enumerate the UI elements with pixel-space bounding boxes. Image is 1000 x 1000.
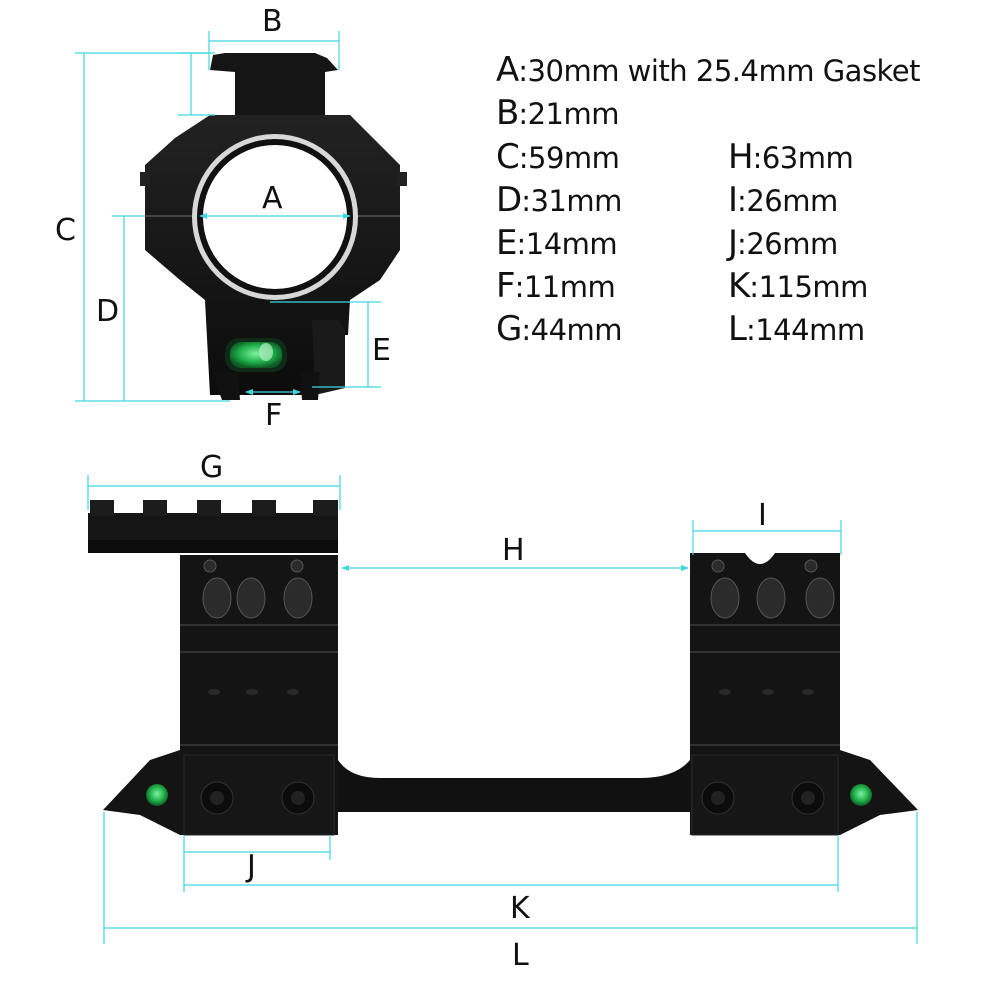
spec-key: A [496,50,519,90]
spec-value: 144mm [755,313,865,347]
spec-d: D:31mm [496,180,622,220]
spec-key: D [496,180,522,220]
spec-value: 31mm [530,184,622,218]
spec-j: J:26mm [728,223,838,263]
spec-value: 11mm [523,270,616,304]
spec-key: L [728,309,747,349]
spec-value: 115mm [758,270,869,304]
side-view-dimension-lines [87,475,918,944]
label-h: H [502,533,525,568]
spec-key: K [728,266,750,306]
label-g: G [200,450,223,485]
hex-bolt-icons [200,781,825,815]
label-f: F [265,398,282,433]
spec-value: 14mm [525,227,618,261]
front-view-labels: B A C D E F [55,4,391,433]
front-view-ring [140,53,407,400]
spec-c: C:59mm [496,137,620,177]
spec-key: G [496,309,522,349]
spec-l: L:144mm [728,309,865,349]
spec-g: G:44mm [496,309,623,349]
spec-value: 26mm [746,184,838,218]
spec-k: K:115mm [728,266,868,306]
label-l: L [512,938,529,973]
spec-value: 44mm [530,313,623,347]
spec-i: I:26mm [728,180,838,220]
spec-key: J [728,223,738,263]
spec-b: B:21mm [496,93,620,133]
bubble-level-left-icon [146,784,168,806]
spec-value: 63mm [761,141,854,175]
front-view-dimension-lines [75,31,381,402]
spec-value: 21mm [527,97,620,131]
label-a: A [262,181,283,216]
spec-key: C [496,137,520,177]
side-view-mount [88,500,918,836]
spec-key: F [496,266,516,306]
spec-value: 59mm [528,141,620,175]
spec-f: F:11mm [496,266,616,306]
label-d: D [96,294,119,329]
label-j: J [245,849,256,884]
label-c: C [55,213,76,248]
spec-key: B [496,93,519,133]
label-b: B [262,4,283,39]
spec-h: H:63mm [728,137,854,177]
label-i: I [758,498,767,533]
bubble-level-right-icon [850,784,872,806]
spec-key: I [728,180,738,220]
spec-a: A:30mm with 25.4mm Gasket [496,50,921,90]
spec-value: 30mm with 25.4mm Gasket [527,54,921,88]
spec-key: H [728,137,754,177]
spec-key: E [496,223,518,263]
spec-e: E:14mm [496,223,618,263]
spec-value: 26mm [746,227,838,261]
bubble-level-icon [230,342,282,368]
picatinny-rail [88,500,338,553]
side-view-labels: G I H J K L [200,450,767,973]
label-e: E [372,333,391,368]
label-k: K [510,891,531,926]
